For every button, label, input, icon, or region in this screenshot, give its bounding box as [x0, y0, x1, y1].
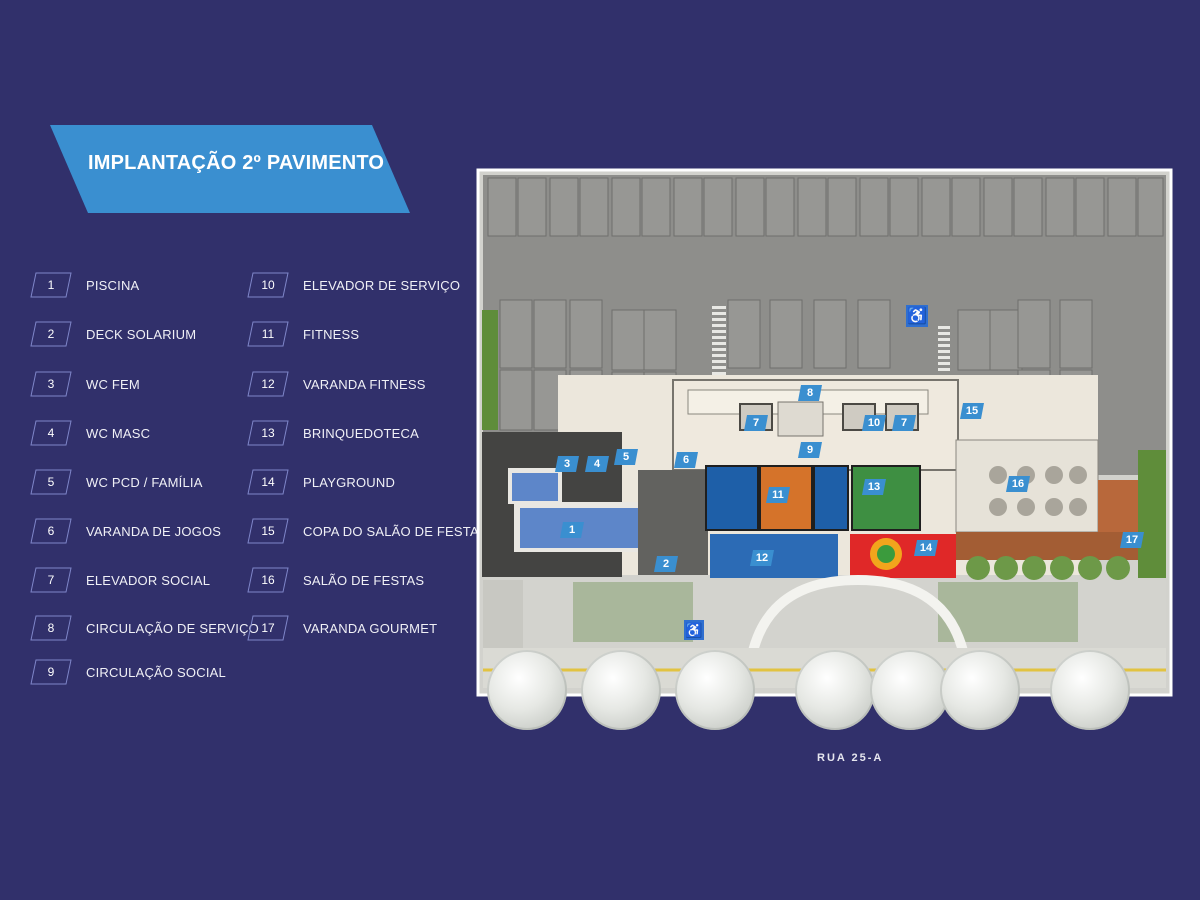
legend-item: 8 CIRCULAÇÃO DE SERVIÇO [30, 615, 259, 641]
legend-item: 9 CIRCULAÇÃO SOCIAL [30, 659, 250, 685]
legend-number-badge: 4 [30, 420, 72, 446]
site-plan-drawing [476, 168, 1173, 697]
legend-label: CIRCULAÇÃO DE SERVIÇO [86, 621, 259, 636]
banner-shape [50, 125, 410, 213]
legend-item: 15 COPA DO SALÃO DE FESTAS [247, 518, 488, 544]
tree-icon [1050, 650, 1130, 730]
accessibility-icon: ♿ [684, 620, 704, 640]
tree-icon [940, 650, 1020, 730]
map-tag: 4 [585, 456, 609, 472]
legend-label: BRINQUEDOTECA [303, 426, 420, 441]
legend-number-badge: 2 [30, 321, 72, 347]
map-tag: 13 [862, 479, 886, 495]
legend-label: SALÃO DE FESTAS [303, 573, 425, 588]
legend-label: ELEVADOR DE SERVIÇO [303, 278, 461, 293]
map-tag: 5 [614, 449, 638, 465]
legend-label: PLAYGROUND [303, 475, 396, 490]
map-tag: 1 [560, 522, 584, 538]
legend-number-badge: 17 [247, 615, 289, 641]
map-tag: 11 [766, 487, 790, 503]
legend-label: VARANDA FITNESS [303, 377, 426, 392]
page-title: IMPLANTAÇÃO 2º PAVIMENTO [88, 152, 385, 174]
legend-item: 10 ELEVADOR DE SERVIÇO [247, 272, 467, 298]
map-tag: 6 [674, 452, 698, 468]
tree-icon [581, 650, 661, 730]
legend-label: WC FEM [86, 377, 140, 392]
map-tag: 17 [1120, 532, 1144, 548]
tree-icon [870, 650, 950, 730]
legend-label: CIRCULAÇÃO SOCIAL [86, 665, 226, 680]
map-tag: 3 [555, 456, 579, 472]
legend-number-badge: 1 [30, 272, 72, 298]
map-tag: 2 [654, 556, 678, 572]
legend-label: WC PCD / FAMÍLIA [86, 475, 203, 490]
map-tag: 15 [960, 403, 984, 419]
legend-number-badge: 11 [247, 321, 289, 347]
legend-number-badge: 12 [247, 371, 289, 397]
map-tag: 10 [862, 415, 886, 431]
tree-icon [675, 650, 755, 730]
legend-item: 12 VARANDA FITNESS [247, 371, 467, 397]
legend-item: 4 WC MASC [30, 420, 250, 446]
tree-icon [487, 650, 567, 730]
legend-number-badge: 16 [247, 567, 289, 593]
legend-item: 1 PISCINA [30, 272, 250, 298]
legend-label: VARANDA GOURMET [303, 621, 438, 636]
legend-item: 3 WC FEM [30, 371, 250, 397]
street-label: RUA 25-A [817, 752, 884, 764]
legend-number-badge: 15 [247, 518, 289, 544]
legend-label: FITNESS [303, 327, 360, 342]
legend-label: COPA DO SALÃO DE FESTAS [303, 524, 488, 539]
legend-number-badge: 5 [30, 469, 72, 495]
map-tag: 12 [750, 550, 774, 566]
legend-item: 16 SALÃO DE FESTAS [247, 567, 467, 593]
legend-label: ELEVADOR SOCIAL [86, 573, 211, 588]
legend-number-badge: 13 [247, 420, 289, 446]
legend-item: 5 WC PCD / FAMÍLIA [30, 469, 250, 495]
legend-label: WC MASC [86, 426, 151, 441]
legend-label: PISCINA [86, 278, 140, 293]
legend-number-badge: 10 [247, 272, 289, 298]
legend-item: 14 PLAYGROUND [247, 469, 467, 495]
legend-number-badge: 8 [30, 615, 72, 641]
legend-number-badge: 3 [30, 371, 72, 397]
tree-icon [795, 650, 875, 730]
legend-item: 13 BRINQUEDOTECA [247, 420, 467, 446]
accessibility-icon: ♿ [906, 305, 928, 327]
map-tag: 7 [892, 415, 916, 431]
map-tag: 16 [1006, 476, 1030, 492]
map-tag: 9 [798, 442, 822, 458]
legend-number-badge: 14 [247, 469, 289, 495]
legend-label: VARANDA DE JOGOS [86, 524, 222, 539]
legend-item: 2 DECK SOLARIUM [30, 321, 250, 347]
legend-item: 11 FITNESS [247, 321, 467, 347]
legend-item: 17 VARANDA GOURMET [247, 615, 467, 641]
legend-item: 6 VARANDA DE JOGOS [30, 518, 250, 544]
legend-number-badge: 6 [30, 518, 72, 544]
legend-number-badge: 7 [30, 567, 72, 593]
title-banner: IMPLANTAÇÃO 2º PAVIMENTO [50, 125, 410, 213]
legend-number-badge: 9 [30, 659, 72, 685]
map-tag: 7 [744, 415, 768, 431]
site-plan: ♿ ♿ [476, 168, 1173, 697]
legend-label: DECK SOLARIUM [86, 327, 197, 342]
map-tag: 8 [798, 385, 822, 401]
legend-item: 7 ELEVADOR SOCIAL [30, 567, 250, 593]
map-tag: 14 [914, 540, 938, 556]
